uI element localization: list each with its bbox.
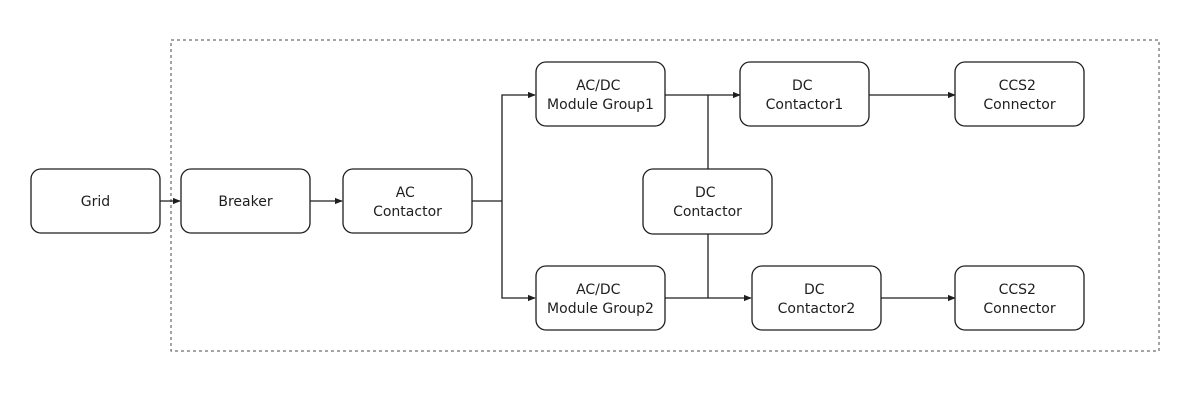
node-dc-contactor-1: DC Contactor1 [739,61,870,127]
node-dc-contactor-1-label: DC Contactor1 [766,78,844,113]
node-ac-contactor: AC Contactor [342,168,473,234]
node-breaker-label: Breaker [218,194,272,210]
edge-ac-contactor-to-module-group-1 [501,91,536,201]
edge-ac-contactor-to-module-group-2 [501,201,536,302]
node-ccs2-connector-1: CCS2 Connector [954,61,1085,127]
node-grid: Grid [30,168,161,234]
node-acdc-module-group-2-label: AC/DC Module Group2 [547,282,654,317]
node-acdc-module-group-1-label: AC/DC Module Group1 [547,78,654,113]
node-ac-contactor-label: AC Contactor [373,185,442,220]
node-acdc-module-group-2: AC/DC Module Group2 [535,265,666,331]
node-ccs2-connector-2: CCS2 Connector [954,265,1085,331]
system-boundary [170,39,1160,352]
node-breaker: Breaker [180,168,311,234]
node-dc-contactor-2-label: DC Contactor2 [778,282,856,317]
node-dc-contactor-2: DC Contactor2 [751,265,882,331]
node-grid-label: Grid [81,194,110,210]
node-dc-contactor-label: DC Contactor [673,185,742,220]
node-ccs2-connector-1-label: CCS2 Connector [983,78,1055,113]
node-ccs2-connector-2-label: CCS2 Connector [983,282,1055,317]
node-dc-contactor: DC Contactor [642,168,773,235]
node-acdc-module-group-1: AC/DC Module Group1 [535,61,666,127]
